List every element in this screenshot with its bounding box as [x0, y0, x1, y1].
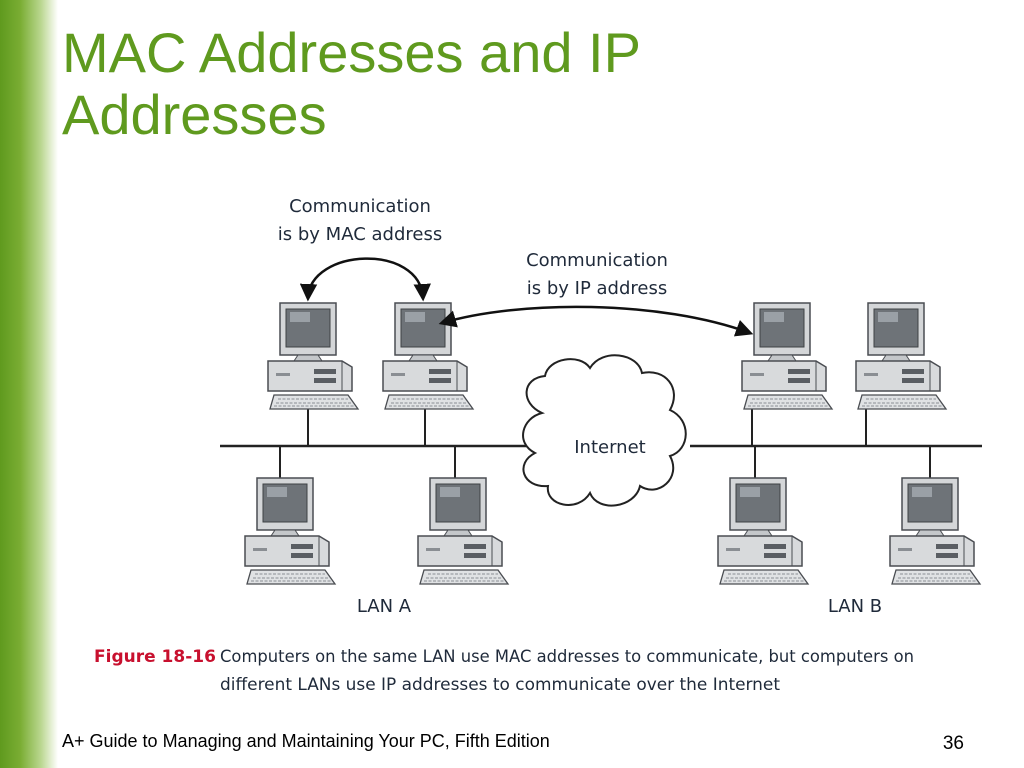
ip-label-line-1: Communication	[526, 250, 668, 271]
computer-icon-lan-a-1	[267, 302, 359, 410]
ip-arrow	[438, 305, 754, 337]
mac-label-line-1: Communication	[289, 196, 431, 217]
mac-label-line-2: is by MAC address	[278, 224, 442, 245]
slide-title: MAC Addresses and IP Addresses	[62, 22, 962, 146]
title-line-1: MAC Addresses and IP	[62, 21, 641, 84]
lan-b-label: LAN B	[828, 596, 882, 617]
footer-text: A+ Guide to Managing and Maintaining You…	[62, 731, 550, 751]
caption-line-1: Computers on the same LAN use MAC addres…	[220, 647, 914, 667]
mac-arrow	[299, 257, 431, 302]
computer-icon-lan-b-1	[741, 302, 833, 410]
computer-icon-lan-b-3	[717, 477, 809, 585]
computer-icon-lan-b-2	[855, 302, 947, 410]
computer-icon-lan-b-4	[889, 477, 981, 585]
computer-icon-lan-a-3	[244, 477, 336, 585]
page-number: 36	[942, 733, 964, 754]
network-diagram: Internet Communication is by MAC address…	[90, 188, 990, 698]
ip-label-line-2: is by IP address	[527, 278, 668, 299]
lan-a-label: LAN A	[357, 596, 412, 617]
green-side-bar	[0, 0, 58, 768]
internet-cloud-icon	[522, 354, 687, 507]
cloud-label: Internet	[574, 437, 645, 458]
title-line-2: Addresses	[62, 83, 327, 146]
caption-number: Figure 18-16	[94, 647, 216, 667]
caption-line-2: different LANs use IP addresses to commu…	[220, 675, 780, 695]
computer-icon-lan-a-4	[417, 477, 509, 585]
